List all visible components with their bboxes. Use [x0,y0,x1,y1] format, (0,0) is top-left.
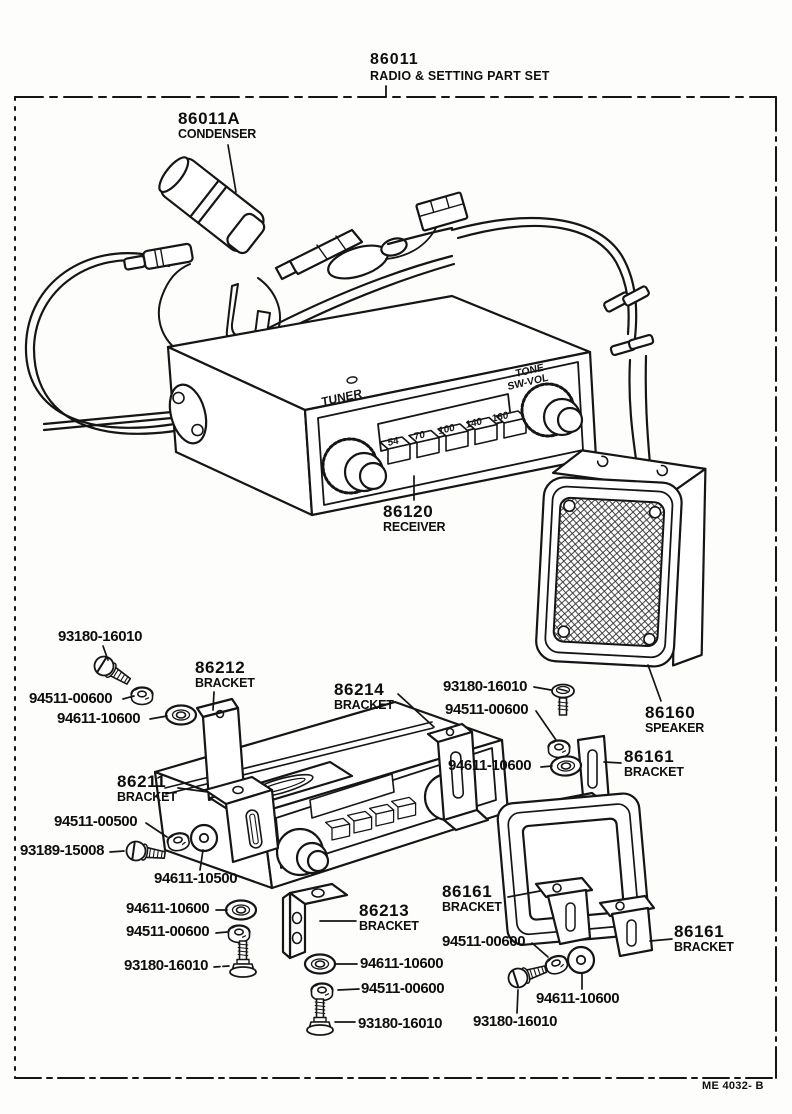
label-washer-left: 94611-10500 [154,870,238,887]
dial-number: 70 [414,429,426,443]
part-name: CONDENSER [178,127,257,141]
part-name: RECEIVER [383,520,446,534]
part-code: 86214 [334,680,385,699]
dial-number: 140 [465,416,483,431]
label-nut-bottom-center: 94511-00600 [361,980,445,997]
label-screw-mid-right: 93180-16010 [443,678,528,695]
part-code: 86211 [117,772,167,791]
label-washer-bottom-left: 94611-10600 [126,900,210,917]
label-nut-bottom-right: 94511-00600 [442,933,526,950]
label-nut-left: 94511-00500 [54,813,138,830]
label-washer-bottom-right: 94611-10600 [536,990,620,1007]
label-speaker: 86160 SPEAKER [645,704,704,736]
label-nut-mid-right: 94511-00600 [445,701,529,718]
sheet-title: 86011 RADIO & SETTING PART SET [370,52,550,84]
page-border [14,85,777,1079]
part-code: 86120 [383,502,434,521]
part-code: 86161 [624,747,675,766]
label-bracket-86161-left: 86161 BRACKET [442,883,502,915]
label-receiver: 86120 RECEIVER [383,502,446,535]
receiver-drawing: TUNER 54 70 100 140 160 TONE SW-VOL [166,294,598,517]
label-screw-bottom-right: 93180-16010 [473,1013,558,1030]
label-condenser: 86011A CONDENSER [178,110,256,142]
label-screw-left: 93189-15008 [20,842,105,859]
label-bracket-86211: 86211 BRACKET [117,773,177,805]
label-bolt-bottom-left: 93180-16010 [124,957,209,974]
part-code: 86212 [195,658,246,677]
wiring-harness-drawing [24,191,655,468]
label-nut-top-left: 94511-00600 [29,690,113,707]
bracket-86214-shape [426,722,490,832]
part-code: 86213 [359,901,410,920]
condenser-drawing [123,156,281,365]
part-code: 86160 [645,703,696,722]
label-nut-bottom-left: 94511-00600 [126,923,210,940]
label-washer-top-left: 94611-10600 [57,710,141,727]
bracket-86161-right-shape [598,894,656,958]
label-washer-mid-right: 94611-10600 [448,757,532,774]
dial-number: 54 [387,435,399,449]
part-code: 86161 [674,922,725,941]
bracket-86211-shape [203,775,280,864]
part-name: SPEAKER [645,721,705,735]
label-washer-bottom-center: 94611-10600 [360,955,444,972]
part-name: BRACKET [624,765,684,779]
label-bolt-bottom-center: 93180-16010 [358,1015,443,1032]
part-name: BRACKET [674,940,734,954]
label-bracket-86212: 86212 BRACKET [195,659,255,691]
label-bracket-86214: 86214 BRACKET [334,681,394,713]
part-code: 86161 [442,882,493,901]
dial-number: 100 [438,422,456,437]
part-code: 86011A [178,109,241,128]
part-name: BRACKET [195,676,255,690]
sheet-code: 86011 [370,51,419,68]
dial-number: 160 [492,410,510,425]
part-name: BRACKET [117,790,177,804]
receiver-bracket-assembly-drawing [153,697,510,890]
speaker-drawing [535,449,707,668]
bracket-86161-left-shape [534,876,594,946]
sheet-name: RADIO & SETTING PART SET [370,69,550,83]
part-name: BRACKET [359,919,419,933]
label-bracket-86161-top: 86161 BRACKET [624,748,684,780]
label-bracket-86213: 86213 BRACKET [359,902,419,934]
speaker-frame-assembly-drawing [496,734,656,958]
label-bracket-86161-right: 86161 BRACKET [674,923,734,955]
leader-lines [102,144,673,1023]
part-name: BRACKET [442,900,502,914]
footer-reference-code: ME 4032- B [702,1080,764,1092]
bracket-86213-shape [281,882,349,960]
label-screw-top-left: 93180-16010 [58,628,143,645]
part-name: BRACKET [334,698,394,712]
